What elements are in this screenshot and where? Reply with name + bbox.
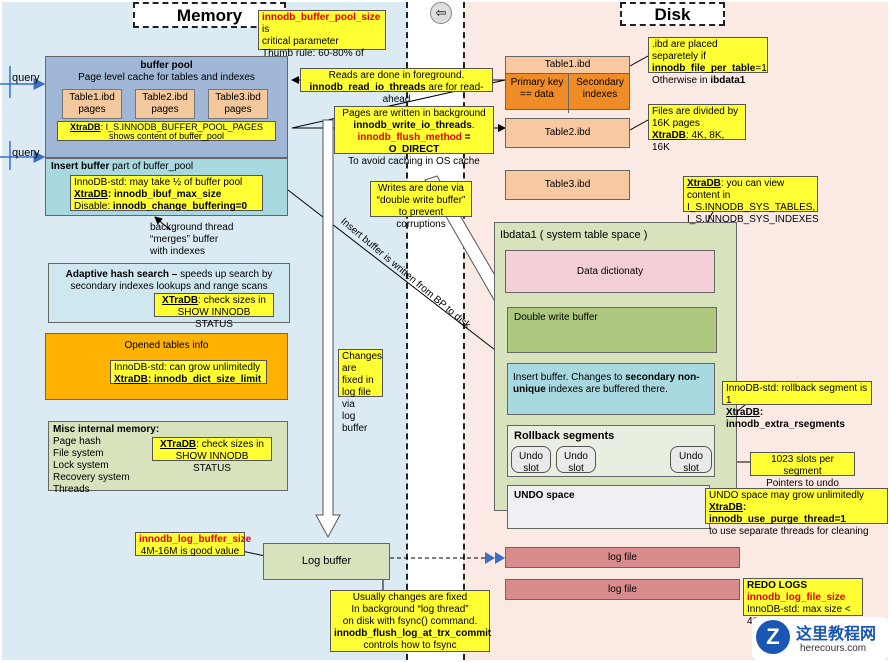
table2-ibd: Table2.ibd [505,118,630,148]
table1-ibd: Table1.ibd Primary key == data Secondary… [505,56,630,113]
table2-pages: Table2.ibd pages [135,89,195,119]
buffer-pool-pages-note: XtraDB: I_S.INNODB_BUFFER_POOL_PAGES sho… [57,121,276,141]
undo-space-note: UNDO space may grow unlimitedly XtraDB: … [705,488,888,537]
data-dictionary: Data dictionaty [505,250,715,293]
misc-memory-note: XTraDB: check sizes in SHOW INNODB STATU… [152,437,272,474]
log-file: log file [505,547,740,568]
table1-pages: Table1.ibd pages [62,89,122,119]
query-label: query [12,147,40,159]
disk-title: Disk [620,2,725,26]
undo-slot: Undo slot [670,446,712,474]
fsync-note: Usually changes are fixed In background … [330,590,491,652]
insert-buffer-note: InnoDB-std: may take ½ of buffer pool Xt… [70,175,263,212]
query-label: query [12,72,40,84]
writes-note: Pages are written in background innodb_w… [334,106,494,167]
adaptive-hash-note: XTraDB: check sizes in SHOW INNODB STATU… [154,293,274,330]
opened-tables-note: InnoDB-std: can grow unlimitedly XtraDB:… [110,360,267,385]
rollback-segments-note: InnoDB-std: rollback segment is 1 XtraDB… [722,381,872,430]
changes-note: Changes are fixed in log file via log bu… [338,349,383,434]
left-arrow-circle-icon[interactable]: ⇦ [430,2,452,24]
double-write-buffer: Double write buffer [507,307,717,353]
pages-division-note: Files are divided by 16K pages XtraDB: 4… [648,104,746,153]
sys-tables-note: XtraDB: you can view content in I_S.INNO… [683,176,819,225]
ibd-separate-note: .ibd are placed separetely if innodb_fil… [648,37,768,86]
insert-buffer-disk: Insert buffer. Changes to secondary non-… [507,363,715,415]
double-write-note: Writes are done via “double write buffer… [370,181,472,230]
log-file: log file [505,579,740,600]
table3-pages: Table3.ibd pages [208,89,268,119]
watermark-logo: Z 这里教程网 herecours.com [752,617,888,660]
z-logo-icon: Z [756,620,790,654]
undo-slot: Undo slot [511,446,551,474]
undo-slot: Undo slot [556,446,596,474]
reads-note: Reads are done in foreground. innodb_rea… [300,68,493,105]
undo-space: UNDO space [507,485,710,529]
log-buffer: Log buffer [263,543,390,580]
buffer-pool-size-note: innodb_buffer_pool_size is critical para… [258,10,386,71]
log-buffer-size-note: innodb_log_buffer_size 4M-16M is good va… [135,532,251,557]
table3-ibd: Table3.ibd [505,170,630,200]
merge-label: background thread “merges” buffer with i… [150,222,234,257]
undo-slots-note: 1023 slots per segment Pointers to undo … [750,452,855,501]
redo-logs-note: REDO LOGS innodb_log_file_size InnoDB-st… [743,578,863,627]
